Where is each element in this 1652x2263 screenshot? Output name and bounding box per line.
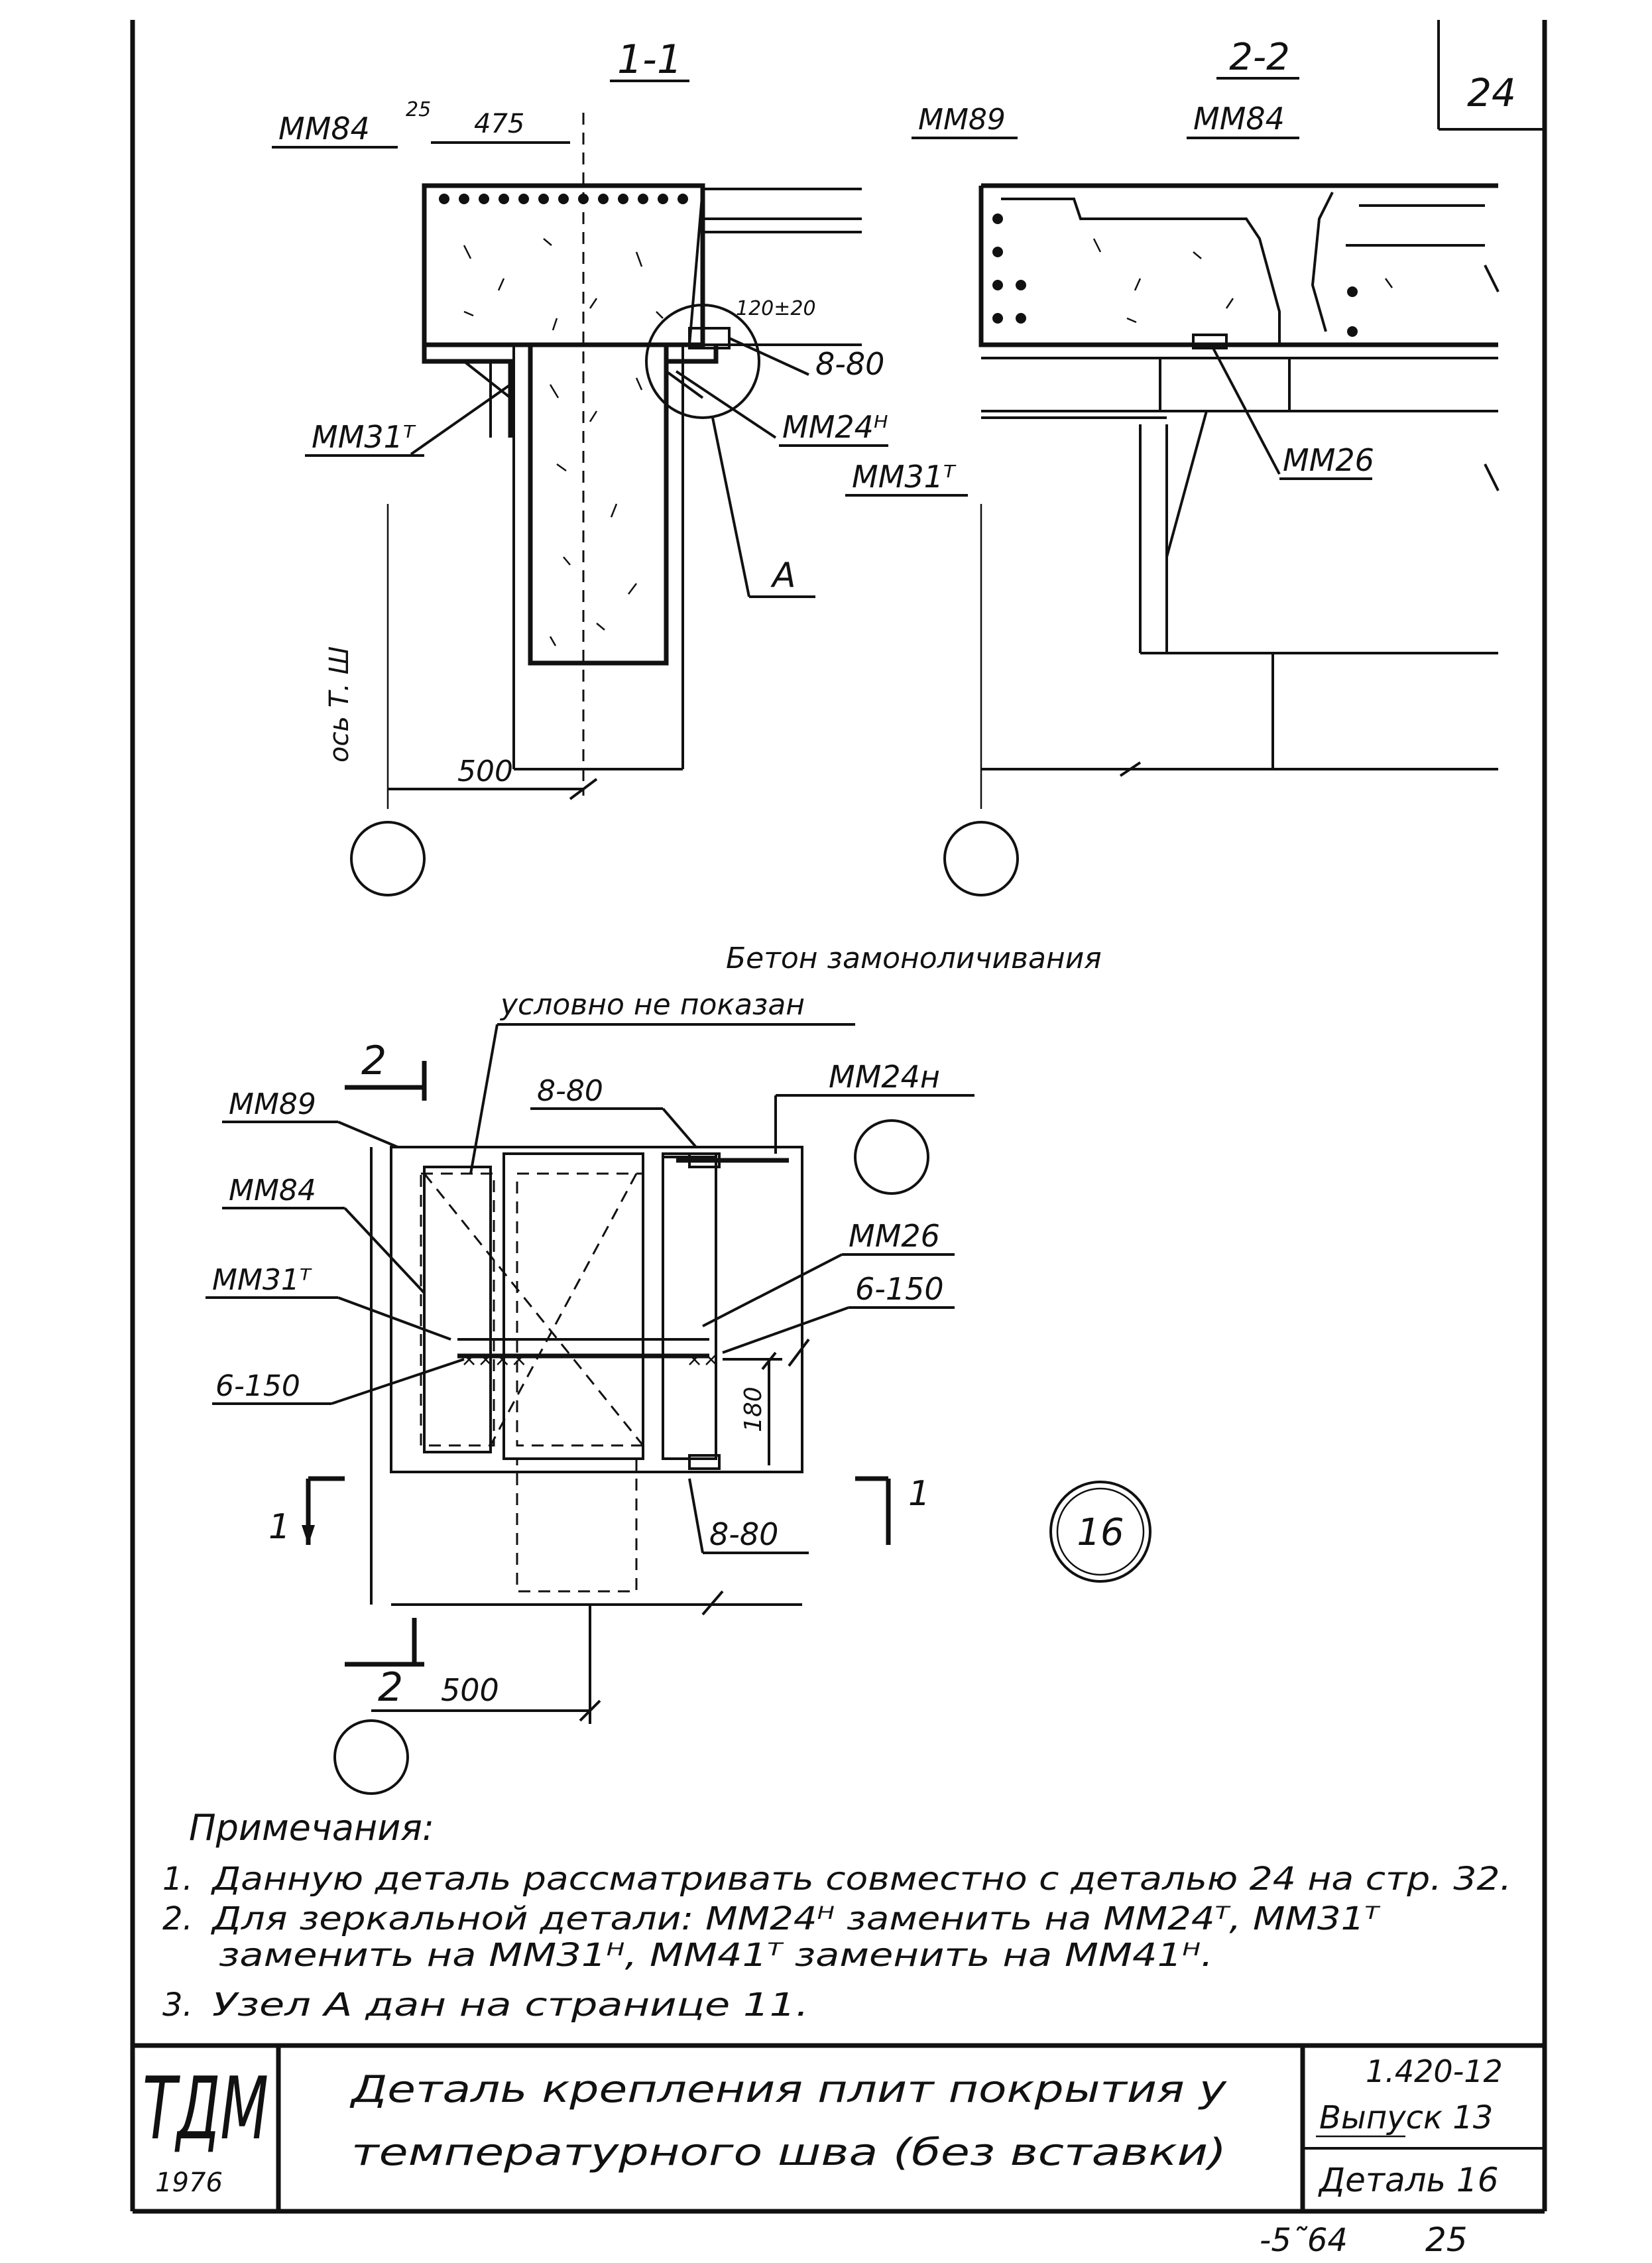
note-1-text: Данную деталь рассматривать совместно с … — [211, 1861, 1511, 1898]
sheet-frame — [130, 20, 1547, 2214]
svg-text:××××: ×××× — [461, 1348, 528, 1371]
label-mm31-2: ММ31ᵀ — [852, 459, 957, 495]
concrete-hatch-column — [549, 377, 643, 646]
top-rebar-row — [439, 194, 688, 204]
plan-note-line1: Бетон замоноличивания — [726, 942, 1102, 975]
axis-label: ось Т. Ш — [324, 646, 355, 763]
plan-label-mm31: ММ31ᵀ — [212, 1263, 312, 1297]
dim-475: 475 — [474, 109, 524, 139]
label-mm84: ММ84 — [278, 111, 370, 147]
concrete-hatch-2-2 — [1092, 238, 1393, 324]
plan-note-line2: условно не показан — [499, 988, 805, 1022]
plan-label-mm24: ММ24н — [829, 1059, 940, 1095]
cut-1-left: 1 — [268, 1507, 290, 1547]
axis-circle-2 — [943, 821, 1019, 896]
bottom-number: 25 — [1425, 2221, 1468, 2259]
plan-label-mm26: ММ26 — [849, 1218, 940, 1254]
section-1-title: 1-1 — [617, 36, 682, 83]
series-code: 1.420-12 — [1366, 2053, 1503, 2089]
plan-label-mm84: ММ84 — [229, 1174, 316, 1207]
label-mm84-2: ММ84 — [1193, 101, 1285, 137]
detail-number: 16 — [1077, 1511, 1124, 1554]
label-120: 120±20 — [736, 297, 816, 320]
plan-axis-circle-right — [854, 1119, 929, 1195]
svg-text:××: ×× — [686, 1348, 719, 1371]
cut-1-right: 1 — [908, 1474, 930, 1514]
title-block: ТДМ 1976 Деталь крепления плит покрытия … — [133, 2043, 1545, 2211]
title-line-1: Деталь крепления плит покрытия у — [349, 2068, 1227, 2111]
label-mm24: ММ24ᴴ — [782, 409, 888, 445]
note-2-text-cont: заменить на ММ31ᴴ, ММ41ᵀ заменить на ММ4… — [219, 1937, 1213, 1974]
dim-500: 500 — [457, 755, 513, 788]
issue-number: Выпуск 13 — [1319, 2099, 1493, 2136]
bottom-code: -5˜64 — [1260, 2222, 1348, 2259]
plan-label-8-80-bottom: 8-80 — [709, 1516, 778, 1552]
cut-2-bottom: 2 — [378, 1664, 403, 1711]
label-8-80: 8-80 — [815, 346, 884, 382]
label-a: А — [770, 556, 796, 595]
note-3-num: 3. — [162, 1987, 193, 2024]
plan-label-8-80-top: 8-80 — [537, 1074, 603, 1108]
logo: ТДМ — [143, 2058, 268, 2159]
weld-marks: ×××× ×× — [461, 1348, 719, 1371]
dim-25: 25 — [406, 98, 431, 121]
concrete-hatch-slab — [463, 238, 664, 331]
note-2-num: 2. — [162, 1900, 193, 1937]
section-1-1: 1-1 ММ84 25 475 — [272, 36, 888, 896]
note-2-text: Для зеркальной детали: ММ24ᴴ заменить на… — [211, 1900, 1381, 1937]
note-3-text: Узел А дан на странице 11. — [212, 1987, 809, 2024]
plan-dim-180: 180 — [740, 1386, 767, 1432]
page-number: 24 — [1467, 70, 1516, 115]
label-mm26: ММ26 — [1283, 442, 1374, 478]
plan-view: Бетон замоноличивания условно не показан… — [206, 942, 1151, 1795]
detail-label: Деталь 16 — [1318, 2161, 1499, 2199]
rebar-2-2 — [992, 214, 1358, 337]
plan-label-6-150-right: 6-150 — [855, 1271, 944, 1307]
notes: Примечания: 1. Данную деталь рассматрива… — [162, 1807, 1511, 2024]
label-mm89: ММ89 — [918, 103, 1006, 137]
plan-axis-circle-left — [333, 1719, 409, 1795]
title-line-2: температурного шва (без вставки) — [351, 2131, 1226, 2174]
plan-label-mm89: ММ89 — [229, 1087, 316, 1121]
plan-dim-500: 500 — [441, 1672, 499, 1708]
note-1-num: 1. — [162, 1861, 193, 1898]
section-2-2: 2-2 ММ89 ММ84 — [845, 36, 1500, 896]
label-mm31: ММ31ᵀ — [312, 419, 416, 455]
year: 1976 — [155, 2168, 223, 2198]
detail-number-circle — [1049, 1481, 1151, 1583]
notes-heading: Примечания: — [189, 1807, 434, 1849]
axis-circle — [350, 821, 426, 896]
section-2-title: 2-2 — [1229, 36, 1289, 79]
plan-label-6-150-left: 6-150 — [215, 1369, 300, 1403]
cut-2-top: 2 — [361, 1038, 386, 1084]
